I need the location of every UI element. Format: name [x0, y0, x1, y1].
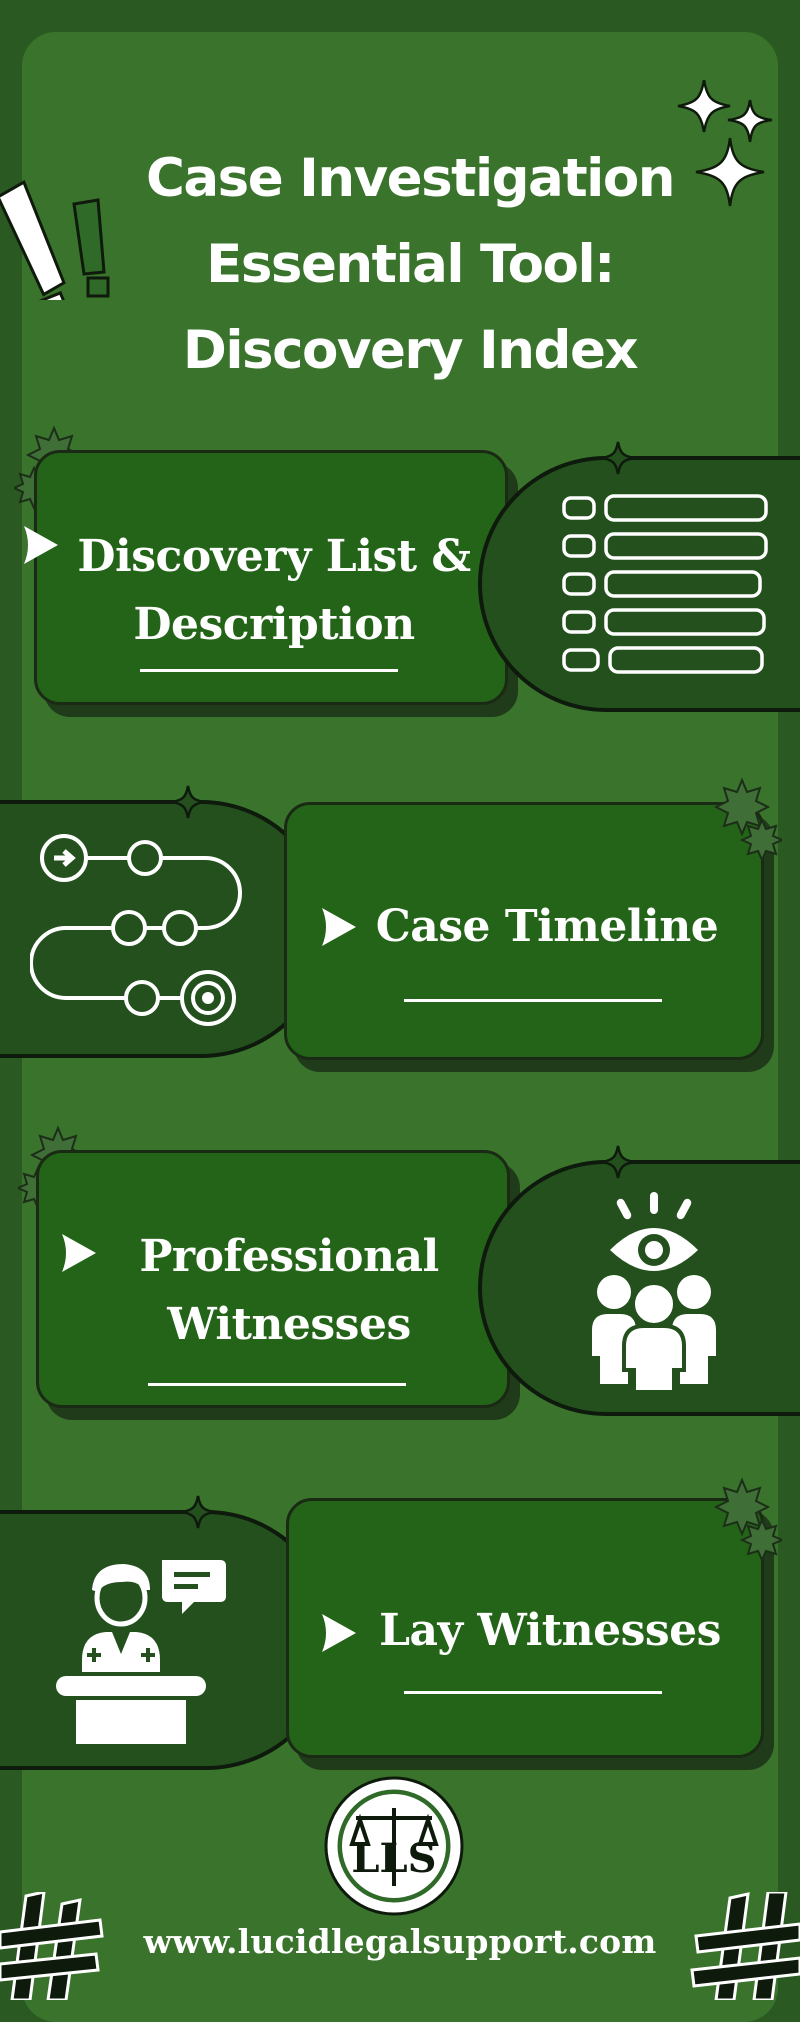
badge-star-icon	[713, 1477, 782, 1563]
section-label-line: Discovery List &	[77, 531, 471, 582]
play-arrow-icon	[322, 908, 356, 946]
title-line-3: Discovery Index	[182, 320, 639, 381]
sparkle-icon	[601, 441, 635, 475]
checklist-icon	[562, 494, 768, 674]
section-label-line: Witnesses	[167, 1299, 411, 1350]
section-label-line: Description	[133, 599, 415, 650]
play-arrow-icon	[62, 1234, 96, 1272]
section-underline	[404, 999, 662, 1002]
sparkle-icon	[171, 785, 205, 819]
badge-star-icon	[713, 777, 782, 863]
timeline-path-icon	[30, 834, 242, 1026]
section-underline	[148, 1383, 406, 1386]
section-label-line: Case Timeline	[375, 901, 719, 952]
icon-pill-witness-stand	[0, 1510, 336, 1770]
section-label-line: Lay Witnesses	[379, 1605, 721, 1656]
lls-logo: LLS	[324, 1776, 464, 1916]
section-card-professional-witnesses: Professional Witnesses	[36, 1150, 510, 1408]
logo-letters: LLS	[351, 1835, 436, 1882]
exclamation-marks-icon	[0, 180, 110, 300]
play-arrow-icon	[322, 1614, 356, 1652]
icon-pill-checklist	[478, 456, 800, 712]
eye-group-icon	[592, 1192, 716, 1392]
play-arrow-icon	[24, 526, 58, 564]
section-card-case-timeline: Case Timeline	[284, 802, 764, 1060]
section-label-line: Professional	[139, 1231, 439, 1282]
sparkle-stars-icon	[677, 80, 773, 207]
title-line-1: Case Investigation	[146, 148, 675, 209]
title-line-2: Essential Tool:	[206, 234, 615, 295]
section-underline	[140, 669, 398, 672]
hash-deco-icon	[690, 1892, 800, 2000]
icon-pill-timeline	[0, 800, 330, 1058]
website-link[interactable]: www.lucidlegalsupport.com	[143, 1922, 657, 1961]
section-card-lay-witnesses: Lay Witnesses	[286, 1498, 764, 1758]
sparkle-icon	[601, 1145, 635, 1179]
hash-deco-icon	[0, 1892, 104, 2000]
section-card-discovery-list: Discovery List & Description	[34, 450, 508, 705]
sparkle-icon	[181, 1495, 215, 1529]
witness-stand-icon	[56, 1560, 226, 1744]
section-underline	[404, 1691, 662, 1694]
icon-pill-eye-group	[478, 1160, 800, 1416]
